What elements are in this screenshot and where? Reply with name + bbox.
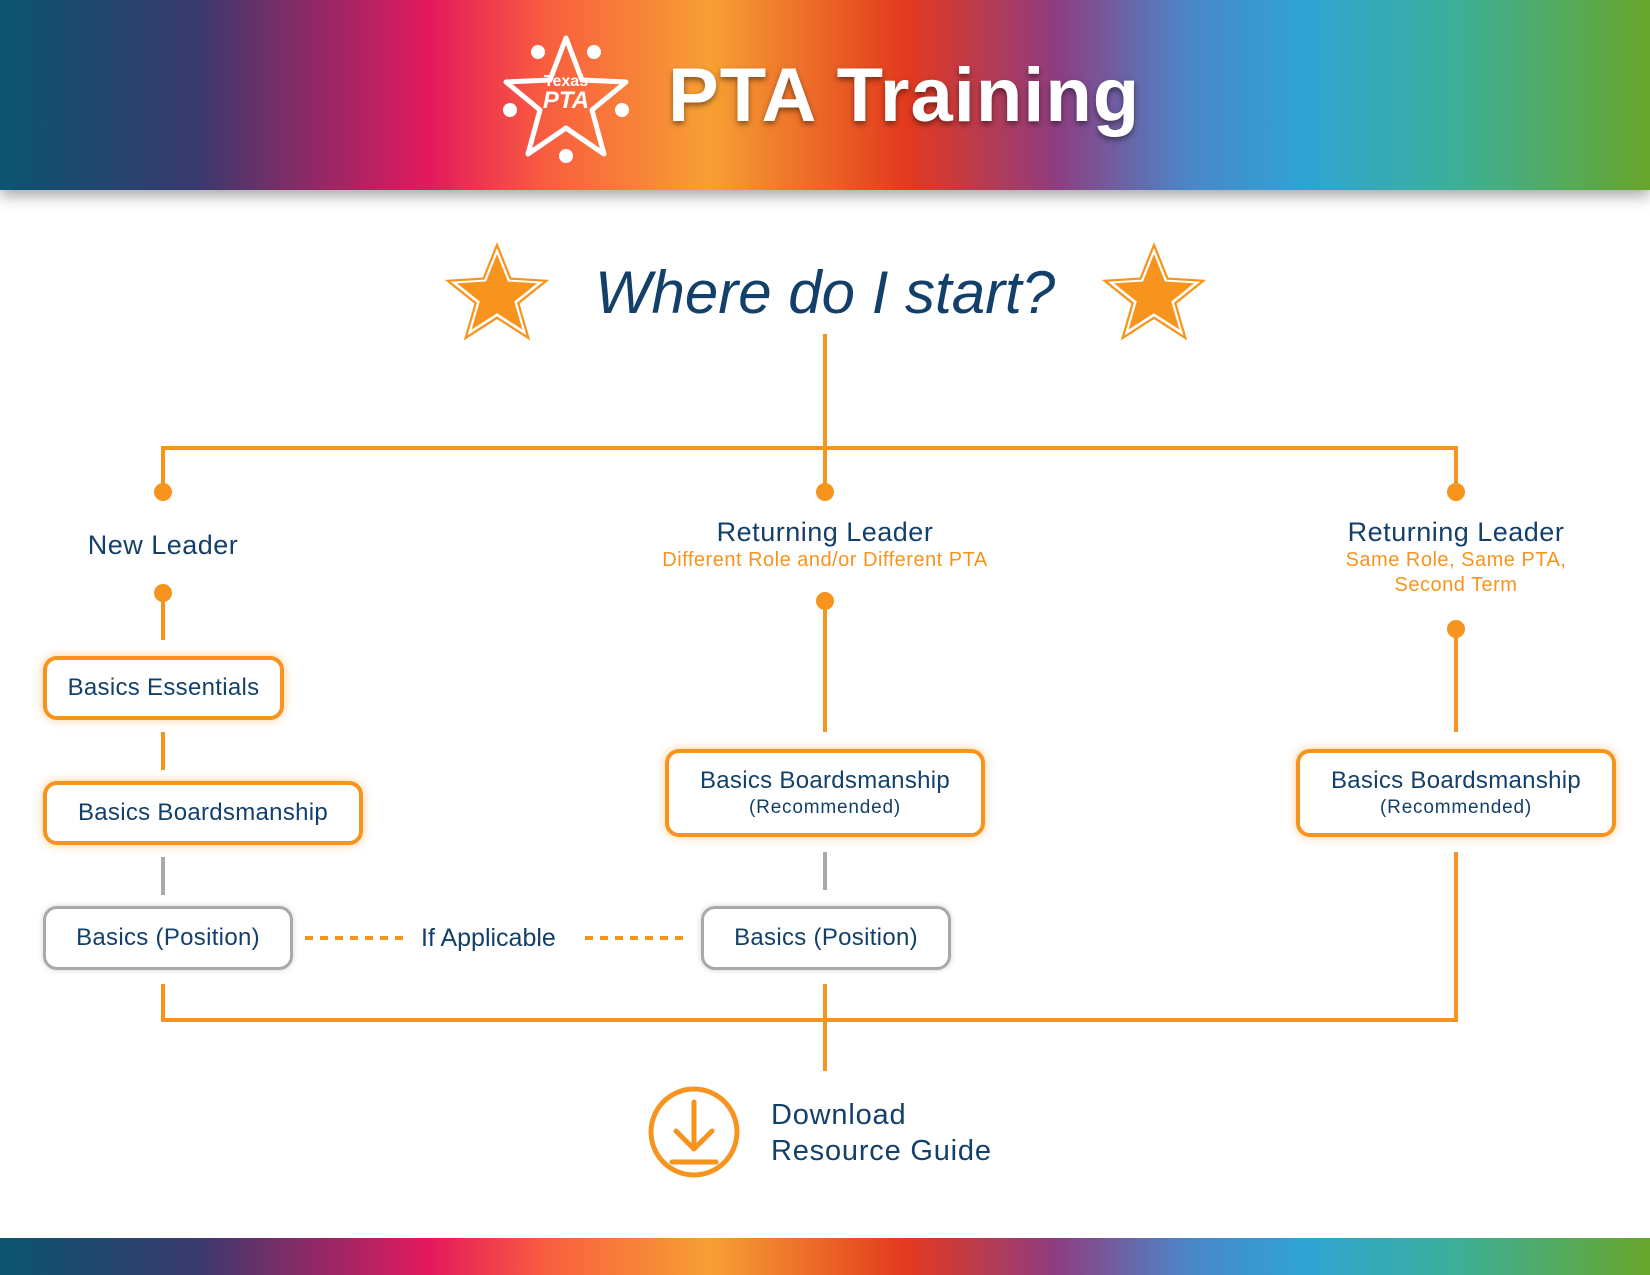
- new-leader-label: New Leader: [87, 530, 239, 560]
- basics-boardsmanship-box[interactable]: Basics Boardsmanship: [43, 781, 363, 845]
- logo-text-top: Texas: [544, 73, 588, 90]
- texas-pta-logo: Texas PTA: [503, 35, 629, 163]
- recommended-label: (Recommended): [1380, 797, 1532, 818]
- basics-essentials-box[interactable]: Basics Essentials: [43, 656, 284, 720]
- returning-leader-different-label: Returning Leader Different Role and/or D…: [625, 517, 1025, 573]
- download-line2: Resource Guide: [771, 1135, 992, 1167]
- basics-boardsmanship-recommended-box[interactable]: Basics Boardsmanship (Recommended): [665, 749, 985, 837]
- star-icon-left: [444, 241, 550, 341]
- returning-leader-title: Returning Leader: [716, 517, 934, 547]
- basics-position-label: Basics (Position): [76, 924, 260, 951]
- logo-text-main: PTA: [543, 87, 589, 114]
- header-banner: [0, 0, 1650, 190]
- question-heading: Where do I start?: [594, 259, 1056, 326]
- returning-leader-subtitle: Different Role and/or Different PTA: [662, 549, 988, 571]
- returning-leader-subtitle-line1: Same Role, Same PTA,: [1345, 549, 1567, 571]
- basics-boardsmanship-label: Basics Boardsmanship: [1330, 767, 1582, 794]
- star-icon-right: [1101, 241, 1207, 341]
- basics-position-box[interactable]: Basics (Position): [701, 906, 951, 970]
- download-line1: Download: [771, 1099, 907, 1131]
- footer-banner: [0, 1238, 1650, 1275]
- download-resource-guide-link[interactable]: Download Resource Guide: [771, 1097, 992, 1169]
- returning-leader-title: Returning Leader: [1347, 517, 1565, 547]
- basics-boardsmanship-label: Basics Boardsmanship: [699, 767, 951, 794]
- returning-leader-same-label: Returning Leader Same Role, Same PTA, Se…: [1276, 517, 1636, 598]
- if-applicable-label: If Applicable: [417, 924, 560, 953]
- basics-boardsmanship-recommended-box[interactable]: Basics Boardsmanship (Recommended): [1296, 749, 1616, 837]
- basics-position-box[interactable]: Basics (Position): [43, 906, 293, 970]
- basics-essentials-label: Basics Essentials: [67, 674, 260, 701]
- returning-leader-subtitle-line2: Second Term: [1394, 574, 1518, 596]
- basics-position-label: Basics (Position): [734, 924, 918, 951]
- basics-boardsmanship-label: Basics Boardsmanship: [77, 799, 329, 826]
- recommended-label: (Recommended): [749, 797, 901, 818]
- page-title: PTA Training: [668, 53, 1141, 138]
- download-icon[interactable]: [648, 1086, 740, 1178]
